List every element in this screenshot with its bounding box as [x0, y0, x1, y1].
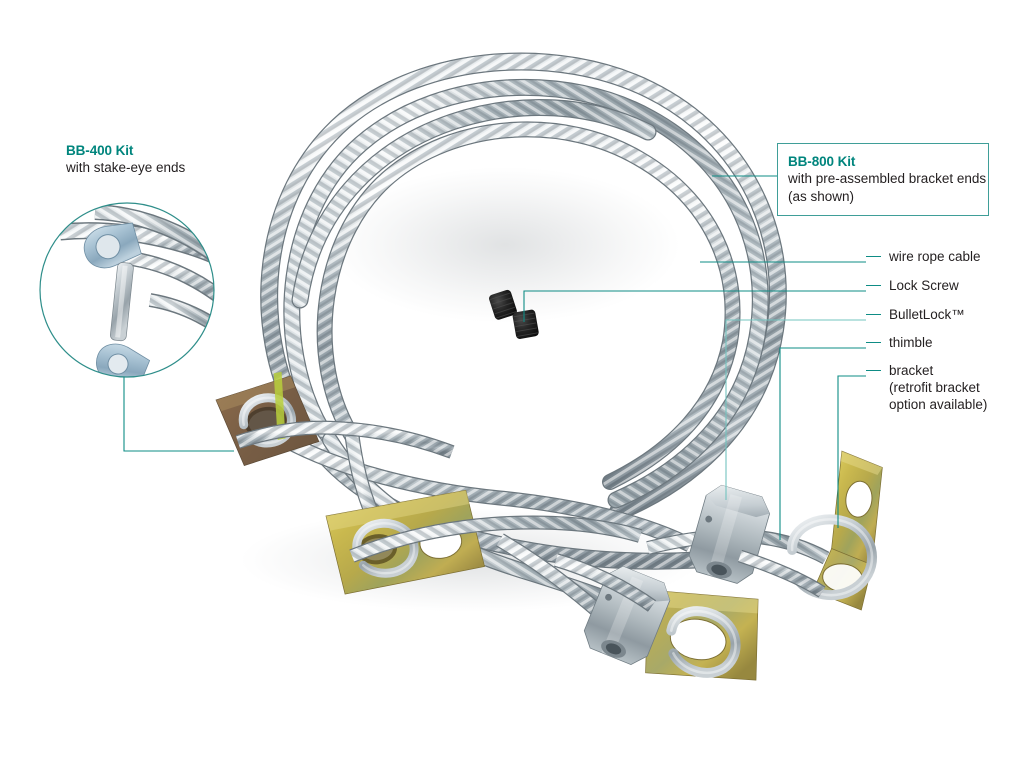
callout-dash-icon	[866, 370, 881, 371]
callout-lock-screw: Lock Screw	[866, 277, 959, 294]
kit-label-bb-800: BB-800 Kit with pre-assembled bracket en…	[777, 143, 989, 216]
leader-bracket	[837, 375, 866, 528]
detail-circle-outline	[39, 202, 215, 378]
callout-label: BulletLock™	[889, 307, 965, 322]
callout-wire-rope-cable: wire rope cable	[866, 248, 981, 265]
kit-title-bb-800: BB-800 Kit	[788, 154, 856, 169]
callout-dash-icon	[866, 285, 881, 286]
callout-dash-icon	[866, 314, 881, 315]
callout-dash-icon	[866, 342, 881, 343]
kit-subtitle-bb-800-line1: with pre-assembled bracket ends	[788, 171, 987, 187]
kit-title-bb-400: BB-400 Kit	[66, 143, 134, 158]
callout-bulletlock: BulletLock™	[866, 306, 965, 323]
callout-label: thimble	[889, 335, 933, 350]
leader-bulletlock	[725, 319, 866, 500]
kit-subtitle-bb-800-line2: (as shown)	[788, 188, 855, 204]
callout-label: wire rope cable	[889, 249, 981, 264]
leader-lock-screw	[523, 290, 866, 322]
callout-label: bracket (retrofit bracket option availab…	[889, 363, 988, 412]
callout-label: Lock Screw	[889, 278, 959, 293]
callout-thimble: thimble	[866, 334, 933, 351]
lock-screw-parts	[489, 289, 539, 339]
kit-label-bb-400: BB-400 Kit with stake-eye ends	[66, 142, 185, 177]
callout-bracket: bracket (retrofit bracket option availab…	[866, 362, 987, 413]
callout-dash-icon	[866, 256, 881, 257]
leader-bb400	[123, 377, 234, 452]
kit-subtitle-bb-400: with stake-eye ends	[66, 160, 186, 176]
leader-thimble	[779, 347, 866, 540]
